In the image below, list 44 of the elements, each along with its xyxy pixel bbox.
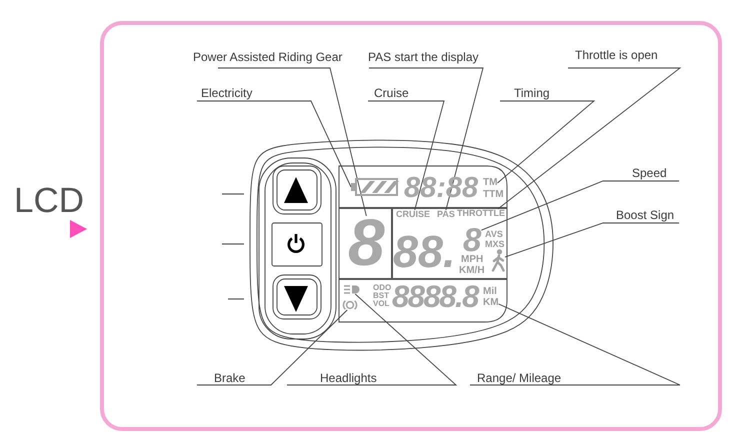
indicator-text: VOL [373,300,390,308]
leader-line [497,100,596,184]
callout-label: Brake [214,371,246,385]
callout-label: Boost Sign [616,208,674,222]
indicator-text: PAS [437,210,455,219]
callout-label: Power Assisted Riding Gear [193,50,342,64]
leader-line [286,294,458,386]
callout-label: Cruise [374,86,409,100]
leader-line [480,180,680,231]
indicator-text: TM [483,178,498,188]
indicator-text: CRUISE [396,210,430,219]
callout-label: Headlights [320,371,377,385]
indicator-text: KM [483,298,499,308]
callout-label: PAS start the display [368,50,478,64]
indicator-text: Mil [483,287,497,297]
leader-line [470,304,680,386]
side-label: LCD [14,183,84,218]
segment-digits: 8 [348,216,385,269]
indicator-text: KM/H [459,266,485,276]
segment-digits: 88. [393,234,456,270]
indicator-text: BST [373,292,389,300]
segment-digits: 8 [463,227,482,254]
leader-line [196,100,352,188]
callout-label: Timing [514,86,550,100]
segment-digits: 8888.8 [392,285,478,310]
callout-label: Electricity [201,86,252,100]
callout-label: Throttle is open [575,48,658,62]
callout-label: Range/ Mileage [477,371,562,385]
brake-icon [343,300,357,310]
leader-line [368,68,484,210]
headlight-icon [344,285,360,294]
leader-line [504,222,680,258]
indicator-text: TTM [483,190,504,200]
callout-label: Speed [632,166,667,180]
battery-icon [351,178,398,196]
leader-line [196,310,348,386]
leader-line [497,68,682,210]
indicator-text: AVS [485,230,503,239]
indicator-text: MXS [485,240,505,249]
indicator-text: ODO [373,284,392,292]
walking-person-icon [491,249,505,272]
indicator-text: THROTTLE [457,209,505,218]
leader-line [218,68,367,216]
indicator-text: MPH [461,255,484,265]
